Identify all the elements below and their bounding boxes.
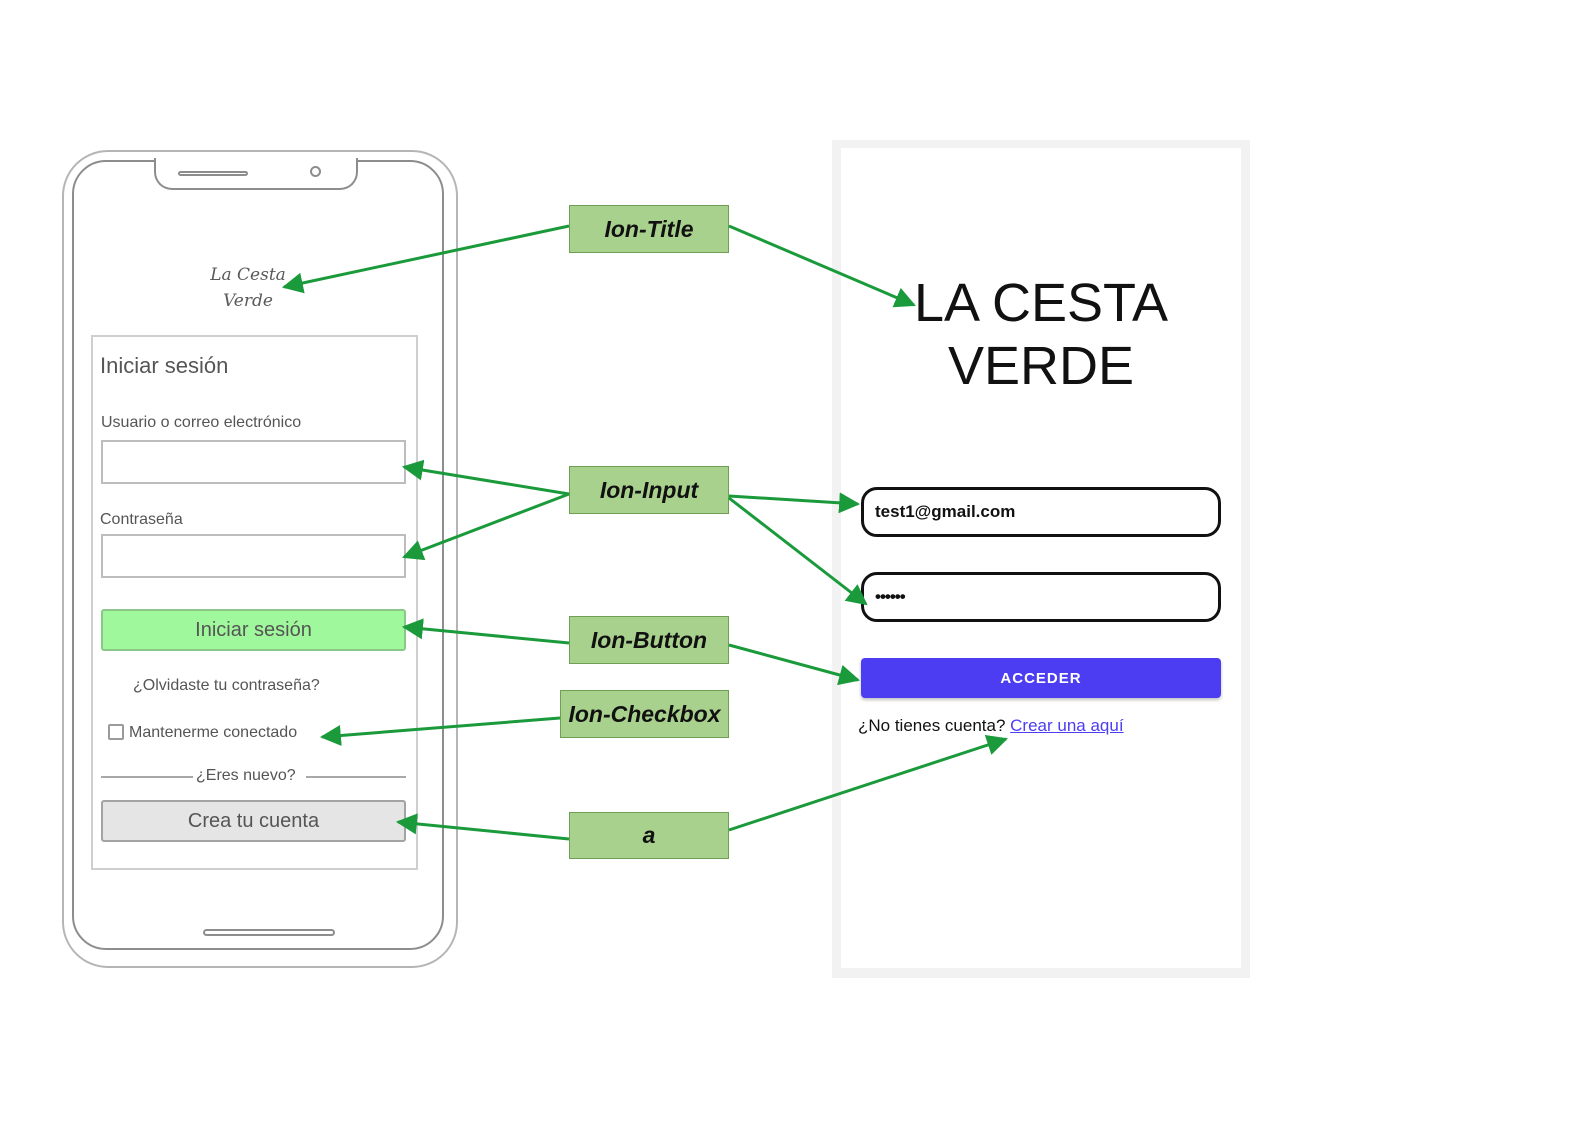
app-title: LA CESTA VERDE — [913, 273, 1169, 396]
arrow-checkbox-to-wireframe — [319, 716, 561, 746]
camera-icon — [310, 166, 321, 177]
wireframe-create-account-button[interactable]: Crea tu cuenta — [101, 800, 406, 842]
app-email-input[interactable]: test1@gmail.com — [861, 487, 1221, 537]
wireframe-divider-left — [101, 776, 193, 778]
wireframe-login-heading: Iniciar sesión — [100, 353, 229, 378]
wireframe-user-input[interactable] — [101, 440, 406, 484]
arrow-button-to-app — [728, 643, 861, 686]
callout-ion-title: Ion-Title — [569, 205, 729, 253]
app-screenshot — [841, 148, 1241, 968]
app-register-link[interactable]: Crear una aquí — [1010, 716, 1124, 735]
wireframe-keep-logged-label: Mantenerme conectado — [129, 724, 298, 741]
wireframe-keep-logged-checkbox[interactable] — [108, 724, 124, 740]
arrow-title-to-wireframe — [281, 224, 570, 294]
wireframe-login-button[interactable]: Iniciar sesión — [101, 609, 406, 651]
callout-ion-button: Ion-Button — [569, 616, 729, 664]
wireframe-forgot-password-link[interactable]: ¿Olvidaste tu contraseña? — [133, 677, 320, 694]
wireframe-new-user-divider: ¿Eres nuevo? — [196, 767, 296, 784]
speaker-icon — [178, 171, 248, 176]
arrow-input-to-wireframe-password — [402, 492, 570, 561]
app-no-account-text: ¿No tienes cuenta? — [858, 716, 1006, 735]
wireframe-divider-right — [306, 776, 406, 778]
home-indicator — [203, 929, 335, 936]
callout-ion-checkbox: Ion-Checkbox — [560, 690, 729, 738]
arrow-button-to-wireframe — [401, 618, 570, 645]
arrow-input-to-app-email — [728, 492, 861, 514]
app-login-button[interactable]: ACCEDER — [861, 658, 1221, 698]
arrow-input-to-wireframe-user — [401, 459, 570, 496]
arrow-title-to-app — [728, 224, 916, 308]
arrow-anchor-to-app — [728, 734, 1008, 832]
callout-ion-input: Ion-Input — [569, 466, 729, 514]
wireframe-app-title: La Cesta Verde — [210, 265, 286, 311]
callout-anchor: a — [569, 812, 729, 859]
wireframe-user-label: Usuario o correo electrónico — [101, 414, 302, 431]
arrow-input-to-app-password — [728, 496, 868, 606]
arrow-anchor-to-wireframe — [395, 813, 570, 841]
wireframe-password-input[interactable] — [101, 534, 406, 578]
wireframe-phone-outline — [62, 150, 458, 968]
app-password-input[interactable]: •••••• — [861, 572, 1221, 622]
wireframe-password-label: Contraseña — [100, 511, 183, 528]
app-register-line: ¿No tienes cuenta? Crear una aquí — [858, 716, 1124, 736]
wireframe-login-card — [91, 335, 418, 870]
